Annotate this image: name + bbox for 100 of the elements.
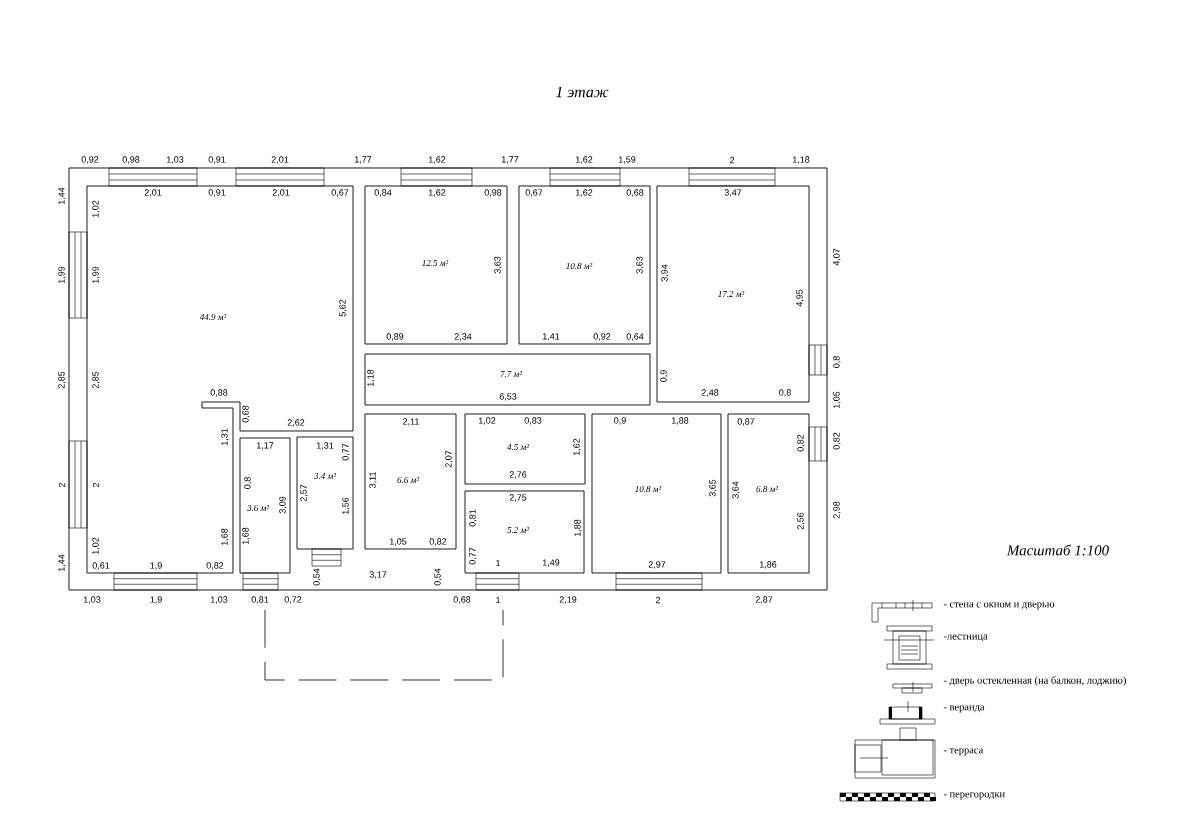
dimension-label: 0,98: [122, 156, 140, 164]
dimension-label: 1,68: [242, 527, 250, 545]
scale-note: Масштаб 1:100: [1006, 544, 1109, 556]
dimension-label: 0,68: [242, 405, 250, 423]
dimension-label: 0,82: [797, 434, 805, 452]
dimension-label: 0,54: [313, 568, 321, 586]
dimension-label: 0,9: [614, 417, 626, 425]
dimension-label: 0,68: [453, 596, 471, 604]
dimension-label: 0,67: [525, 189, 543, 197]
dimension-label: 0,84: [374, 189, 392, 197]
dimension-label: 2,57: [300, 484, 308, 502]
legend-text: - перегородки: [943, 792, 1005, 800]
dimension-label: 1,05: [389, 538, 407, 546]
dimension-label: 1,62: [428, 156, 446, 164]
dimension-label: 0,81: [251, 596, 269, 604]
dimension-label: 2: [729, 156, 735, 164]
legend-text: -лестница: [943, 634, 988, 642]
dimension-label: 1,77: [501, 156, 519, 164]
dimension-label: 2,98: [833, 501, 841, 519]
dimension-label: 1,99: [92, 266, 100, 284]
dimension-label: 3,47: [724, 189, 742, 197]
legend-text: - веранда: [943, 705, 985, 713]
dimension-label: 0,98: [484, 189, 502, 197]
dimension-label: 3,09: [279, 496, 287, 514]
dimension-label: 1,49: [542, 559, 560, 567]
dimension-label: 2,76: [509, 471, 527, 479]
dimension-label: 0,61: [92, 562, 110, 570]
dimension-label: 1,9: [150, 596, 162, 604]
dimension-label: 1,86: [759, 561, 777, 569]
dimension-label: 0,82: [429, 538, 447, 546]
dimension-label: 1,02: [92, 200, 100, 218]
dimension-label: 1,68: [221, 528, 229, 546]
dimension-label: 0,8: [779, 389, 791, 397]
dimension-label: 3,17: [369, 571, 387, 579]
dimension-label: 1,18: [367, 369, 375, 387]
legend-text: - стена с окном и дверью: [943, 602, 1055, 610]
dimension-label: 2,19: [559, 596, 577, 604]
dimension-label: 0,92: [593, 333, 611, 341]
dimension-label: 1,05: [833, 391, 841, 409]
dimension-label: 1: [496, 559, 501, 567]
dimension-label: 1,44: [58, 554, 66, 572]
dimension-label: 0,68: [626, 189, 644, 197]
dimension-label: 1,31: [316, 442, 334, 450]
dimension-label: 6,53: [499, 393, 517, 401]
dimension-label: 0,92: [81, 156, 99, 164]
dimension-label: 1,44: [58, 187, 66, 205]
dimension-label: 0,83: [524, 417, 542, 425]
dimension-label: 1,77: [354, 156, 372, 164]
dimension-label: 1,9: [150, 562, 162, 570]
dimension-label: 2: [58, 482, 66, 488]
dimension-label: 2,01: [272, 189, 290, 197]
dimension-label: 0,8: [833, 356, 841, 368]
dimension-label: 0,89: [386, 333, 404, 341]
dimension-label: 2: [655, 596, 661, 604]
dimension-label: 0,54: [434, 568, 442, 586]
dimension-label: 0,87: [737, 418, 755, 426]
dimension-label: 0,72: [284, 596, 302, 604]
dimension-label: 1,41: [542, 333, 560, 341]
dimension-label: 2,97: [648, 561, 666, 569]
dimension-label: 2: [92, 482, 100, 488]
dimension-label: 2,01: [271, 156, 289, 164]
dimension-label: 3,64: [732, 481, 740, 499]
legend-text: - дверь остекленная (на балкон, лоджию): [943, 676, 1126, 686]
dimension-label: 0,91: [208, 189, 226, 197]
dimension-label: 2,48: [701, 389, 719, 397]
dimension-label: 0,77: [469, 547, 477, 565]
dimension-label: 1,62: [573, 438, 581, 456]
dimension-label: 2,11: [403, 418, 419, 426]
title: 1 этаж: [555, 86, 609, 98]
dimension-label: 4,95: [796, 289, 804, 307]
dimension-label: 3,65: [709, 479, 717, 497]
dimension-label: 0,91: [208, 156, 226, 164]
dimension-label: 1,62: [575, 156, 593, 164]
dimension-label: 1,03: [83, 596, 101, 604]
dimension-label: 1,88: [671, 417, 689, 425]
dimension-label: 3,11: [369, 472, 377, 489]
dimension-label: 0,67: [331, 189, 349, 197]
dimension-label: 2,07: [445, 450, 453, 468]
dimension-label: 1,02: [478, 417, 496, 425]
dimension-label: 1,56: [342, 497, 350, 515]
dimension-label: 2,85: [58, 371, 66, 389]
dimension-label: 2,87: [755, 596, 773, 604]
dimension-label: 2,85: [92, 371, 100, 389]
dimension-label: 4,07: [833, 248, 841, 266]
dimension-label: 1,59: [618, 156, 636, 164]
dimension-label: 0,9: [660, 370, 668, 382]
dimension-label: 3,94: [661, 264, 669, 282]
dimension-label: 1,03: [166, 156, 184, 164]
dimension-label: 2,56: [797, 512, 805, 530]
dimension-label: 0,77: [342, 443, 350, 461]
dimension-label: 1,62: [575, 189, 593, 197]
dimension-label: 1,88: [574, 519, 582, 537]
dimension-label: 1: [496, 596, 501, 604]
dimension-label: 1,31: [221, 428, 229, 446]
dimension-label: 0,81: [469, 509, 477, 527]
legend-text: - терраса: [943, 748, 984, 756]
dimension-label: 0,82: [206, 562, 224, 570]
dimension-label: 1,17: [256, 442, 274, 450]
dimension-label: 0,8: [244, 477, 252, 489]
dimension-label: 2,62: [287, 419, 305, 427]
